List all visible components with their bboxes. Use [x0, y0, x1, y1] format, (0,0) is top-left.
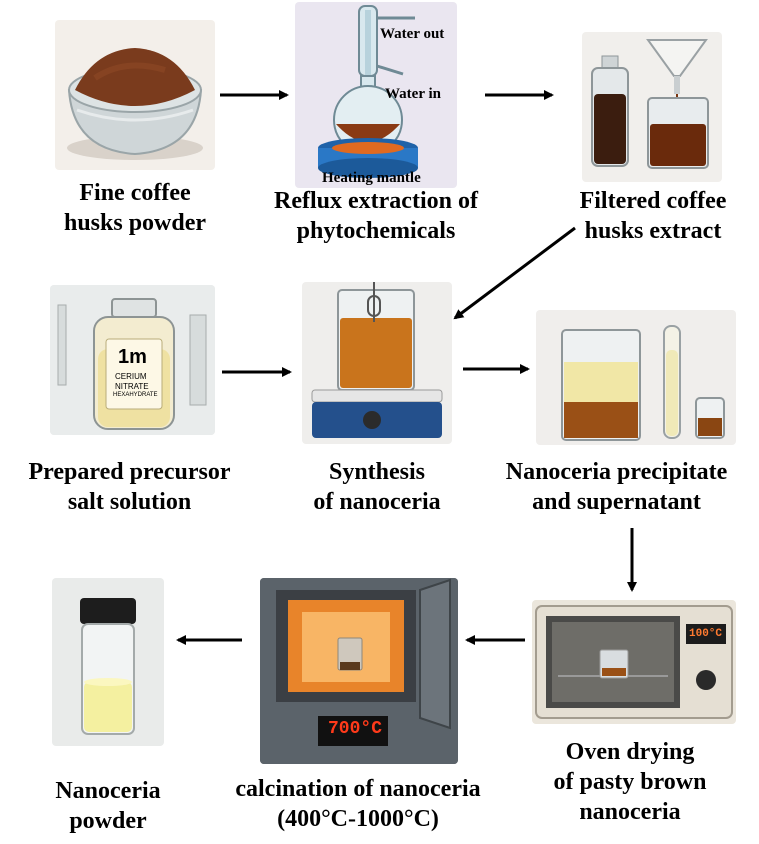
bottle-label-line1: CERIUM	[115, 372, 147, 381]
bottle-label-big: 1m	[118, 346, 147, 368]
oven-temperature-display: 100°C	[689, 628, 723, 640]
calcination-caption: calcination of nanoceria (400°C-1000°C)	[235, 776, 481, 832]
powder-caption: Nanoceria powder	[55, 778, 161, 834]
hotplate-beaker-image	[302, 282, 452, 444]
water-out-label: Water out	[380, 26, 445, 42]
precipitate-caption: Nanoceria precipitate and supernatant	[505, 459, 728, 515]
filtered-extract-image	[582, 32, 722, 182]
furnace-temperature-display: 700°C	[328, 719, 383, 739]
precipitate-image	[536, 310, 736, 445]
synthesis-caption: Synthesis of nanoceria	[313, 459, 441, 515]
coffee-powder-bowl-image	[55, 20, 215, 170]
precursor-bottle-image	[50, 285, 215, 435]
muffle-furnace-image	[260, 578, 458, 764]
reflux-apparatus-image	[295, 2, 457, 188]
reflux-caption: Reflux extraction of phytochemicals	[274, 188, 478, 244]
drying-oven-image	[532, 600, 736, 724]
water-in-label: Water in	[385, 86, 441, 102]
oven-caption: Oven drying of pasty brown nanoceria	[553, 739, 707, 825]
coffee-powder-caption: Fine coffee husks powder	[63, 180, 207, 236]
bottle-label-line3: HEXAHYDRATE	[113, 392, 158, 398]
filtered-caption: Filtered coffee husks extract	[579, 188, 727, 244]
precursor-caption: Prepared precursor salt solution	[28, 459, 231, 515]
powder-vial-image	[52, 578, 164, 746]
heating-mantle-label: Heating mantle	[322, 170, 421, 186]
bottle-label-line2: NITRATE	[115, 382, 149, 391]
